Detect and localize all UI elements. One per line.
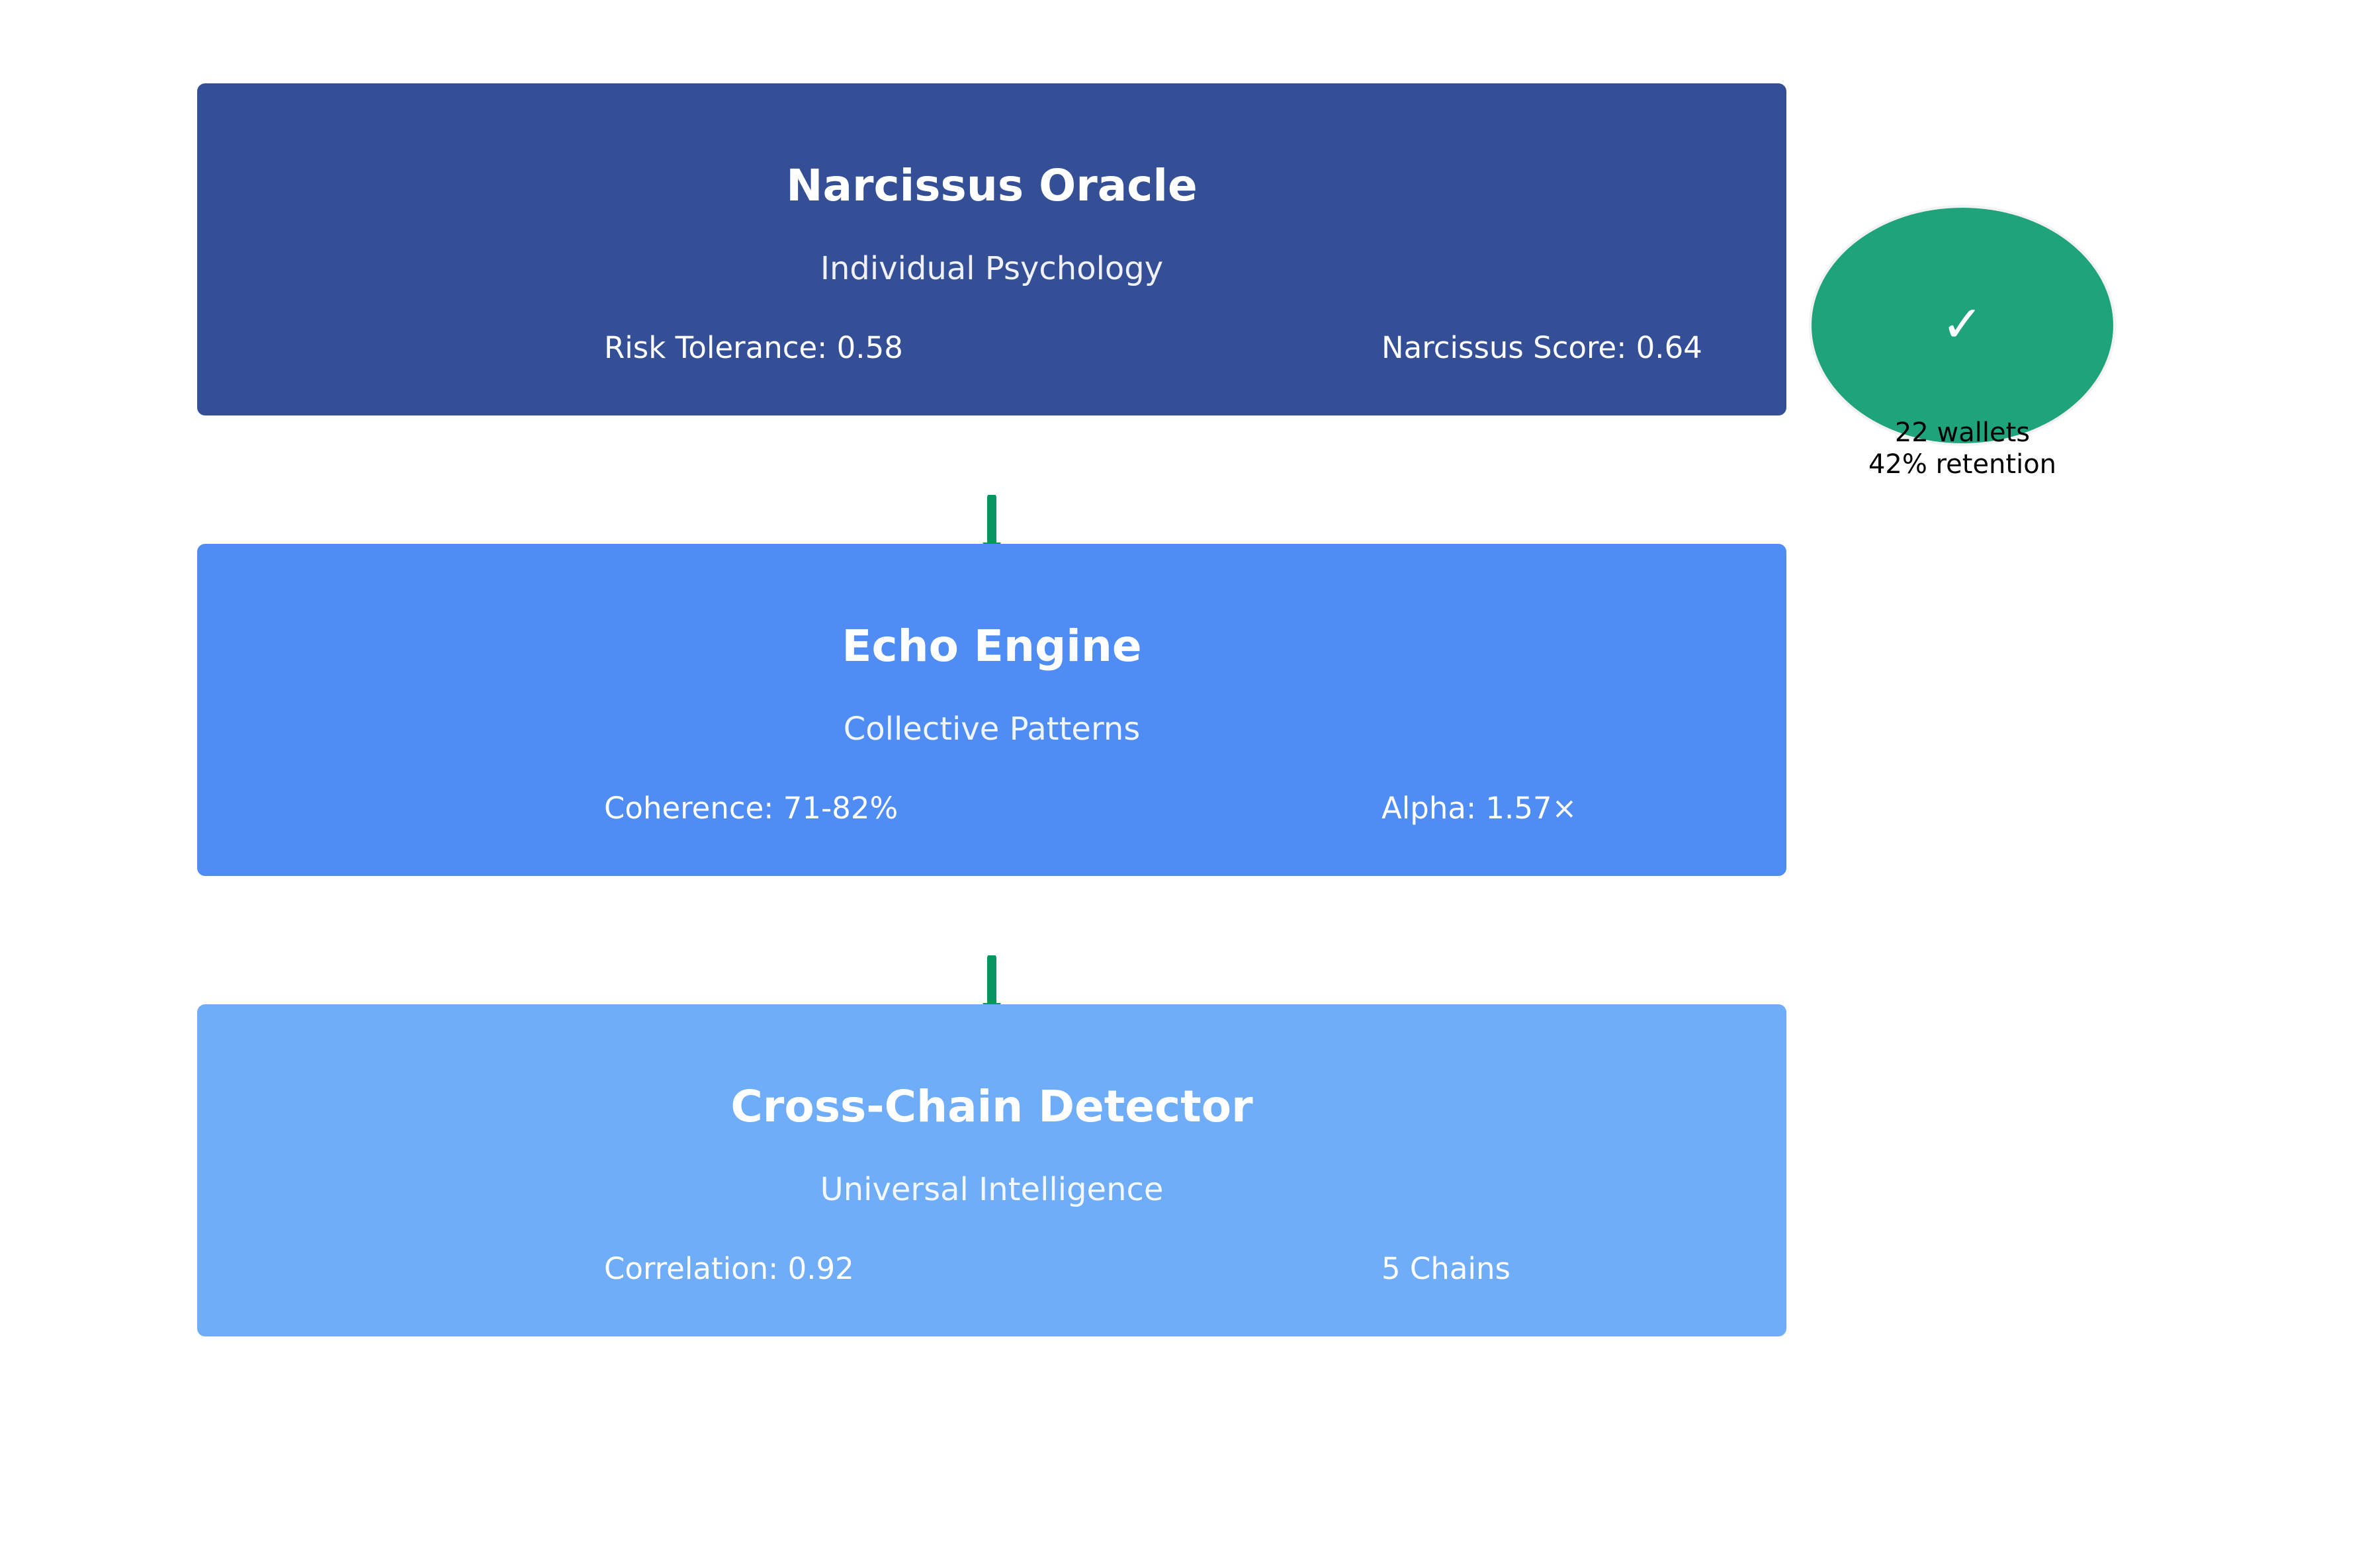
correlation-metric: Correlation: 0.92	[604, 1251, 854, 1286]
box-title: Cross-Chain Detector	[730, 1081, 1253, 1132]
box-title: Narcissus Oracle	[786, 160, 1198, 211]
box-subtitle: Collective Patterns	[843, 711, 1141, 748]
coherence-metric: Coherence: 71-82%	[604, 791, 898, 826]
badge-wallets-label: 22 wallets	[1894, 417, 2031, 448]
alpha-metric: Alpha: 1.57×	[1381, 791, 1577, 826]
narcissus-oracle-box: Narcissus Oracle Individual Psychology R…	[197, 83, 1786, 415]
echo-engine-box: Echo Engine Collective Patterns Coherenc…	[197, 544, 1786, 876]
badge-retention-label: 42% retention	[1868, 449, 2057, 480]
narcissus-score-metric: Narcissus Score: 0.64	[1381, 330, 1702, 365]
box-subtitle: Individual Psychology	[820, 250, 1164, 287]
cross-chain-detector-box: Cross-Chain Detector Universal Intellige…	[197, 1004, 1786, 1336]
box-title: Echo Engine	[842, 621, 1142, 672]
chains-metric: 5 Chains	[1381, 1251, 1510, 1286]
box-subtitle: Universal Intelligence	[820, 1171, 1164, 1208]
risk-tolerance-metric: Risk Tolerance: 0.58	[604, 330, 903, 365]
checkmark-icon: ✓	[1941, 294, 1984, 353]
status-badge	[1809, 205, 2116, 446]
